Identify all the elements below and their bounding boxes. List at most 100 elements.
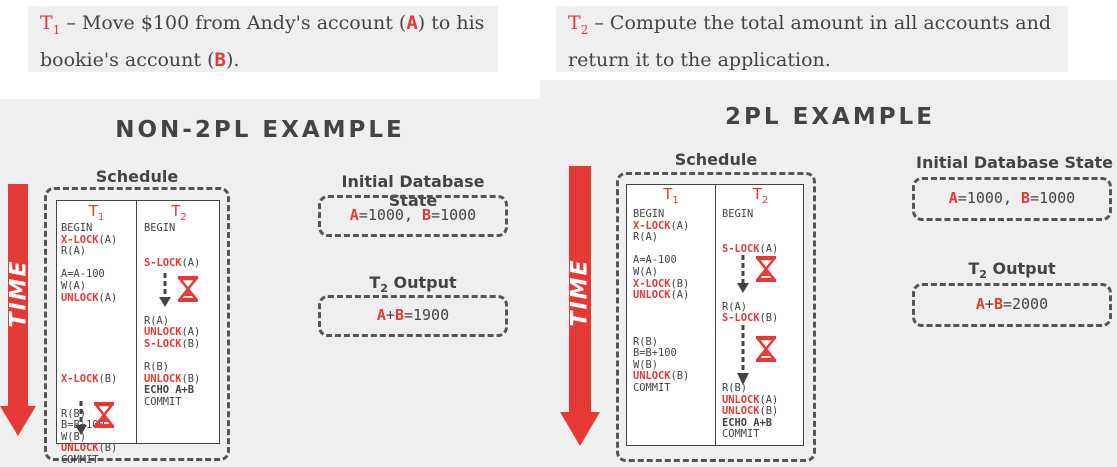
initial-state-label: Initial Database State [916,153,1113,172]
hourglass-icon [755,336,777,362]
output-label: T2 Output [968,259,1056,282]
schedule-frame [616,172,816,462]
schedule-gap [61,339,117,351]
schedule-op: R(B) [722,381,748,394]
t2-header: T2 [171,202,187,223]
schedule-op: UNLOCK(A) [61,291,118,304]
schedule-op: R(B) [633,335,659,348]
schedule-gap [61,385,117,397]
dashed-down-arrow-icon [75,401,87,435]
dashed-down-arrow-icon [737,255,749,293]
output-value: A+B=2000 [975,295,1049,313]
schedule-op: R(A) [633,231,659,244]
schedule-op: A=A-100 [633,254,677,267]
dashed-down-arrow-icon [737,325,749,385]
schedule-op: R(A) [722,300,748,313]
schedule-gap [61,351,117,363]
schedule-gap [633,325,689,337]
t1-header: T1 [663,185,679,206]
note-t1: T1 – Move $100 from Andy's account (A) t… [28,6,498,72]
time-arrow-icon [0,184,36,436]
schedule-op: COMMIT [633,381,671,394]
t1-symbol: T1 [40,12,61,37]
note-t2: T2 – Compute the total amount in all acc… [556,6,1068,72]
schedule-gap [61,304,117,316]
panel-title: 2PL EXAMPLE [725,104,935,130]
schedule-gap [633,302,689,314]
schedule-op: W(B) [61,430,87,443]
non-2pl-panel: NON-2PL EXAMPLE Schedule TIME T1 T2 BEGI… [0,99,544,467]
initial-state-box [912,177,1112,221]
hourglass-icon [177,276,199,302]
schedule-op: W(A) [633,265,659,278]
schedule-label: Schedule [95,167,179,186]
t1-header: T1 [88,202,105,223]
schedule-frame [44,187,230,461]
schedule-op: S-LOCK(B) [144,337,201,350]
schedule-op: S-LOCK(B) [722,312,779,325]
panel-title: NON-2PL EXAMPLE [115,117,405,143]
schedule-gap [722,290,778,302]
schedule-op: X-LOCK(A) [633,219,690,232]
column-divider [136,201,137,443]
schedule-op: UNLOCK(B) [61,442,118,455]
schedule-op: UNLOCK(A) [722,393,779,406]
schedule-op: BEGIN [144,222,176,234]
schedule-label: Schedule [674,150,758,169]
schedule-gap [61,327,117,339]
initial-state-value: A=1000, B=1000 [349,206,477,224]
initial-state-box [318,195,508,237]
schedule-op: A=A-100 [61,268,105,281]
schedule-op: X-LOCK(A) [61,233,118,246]
schedule-op: R(A) [61,245,87,258]
schedule-gap [144,235,200,247]
schedule-gap [722,221,778,233]
schedule-op: BEGIN [61,222,93,234]
schedule-gap [144,304,200,316]
output-label: T2 Output [369,273,457,296]
hourglass-icon [93,402,115,428]
t2-ops: BEGIN S-LOCK(A) R(A)UNLOCK(A)S-LOCK(B) R(B)… [144,222,201,409]
schedule-op: S-LOCK(A) [144,256,201,269]
schedule-op: UNLOCK(A) [633,289,690,302]
schedule-op: BEGIN [633,208,665,220]
output-box [318,295,508,337]
schedule-op: S-LOCK(A) [722,242,779,255]
schedule-gap [633,313,689,325]
t2-header: T2 [752,185,769,206]
dashed-down-arrow-icon [159,273,171,307]
output-value: A+B=1900 [376,306,450,324]
schedule-op: BEGIN [722,208,754,220]
t2-symbol: T2 [568,12,589,37]
schedule-op: X-LOCK(B) [61,372,118,385]
schedule-op: R(B) [144,361,170,374]
t2-ops: BEGIN S-LOCK(A) R(A)S-LOCK(B) R(B)UNLOCK(A)… [722,208,779,441]
schedule-op: ECHO A+B [722,416,773,429]
output-box [912,283,1112,327]
initial-state-value: A=1000, B=1000 [948,189,1076,207]
schedule-op: COMMIT [144,395,182,408]
schedule-op: COMMIT [722,428,760,441]
schedule-op: B=B+100 [633,347,677,360]
schedule-op: W(A) [61,279,87,292]
schedule-op: W(B) [633,358,659,371]
schedule-gap [61,316,117,328]
schedule-op: R(B) [61,407,87,420]
hourglass-icon [755,256,777,282]
schedule-op: UNLOCK(B) [633,370,690,383]
schedule-op: R(A) [144,314,170,327]
schedule-op: X-LOCK(B) [633,277,690,290]
time-arrow-icon [560,166,600,446]
schedule-op: COMMIT [61,453,99,466]
schedule-op: ECHO A+B [144,384,195,397]
time-label: TIME [567,258,593,327]
schedule-op: UNLOCK(A) [144,326,201,339]
time-label: TIME [6,259,32,328]
schedule-op: UNLOCK(B) [144,372,201,385]
column-divider [715,185,716,445]
